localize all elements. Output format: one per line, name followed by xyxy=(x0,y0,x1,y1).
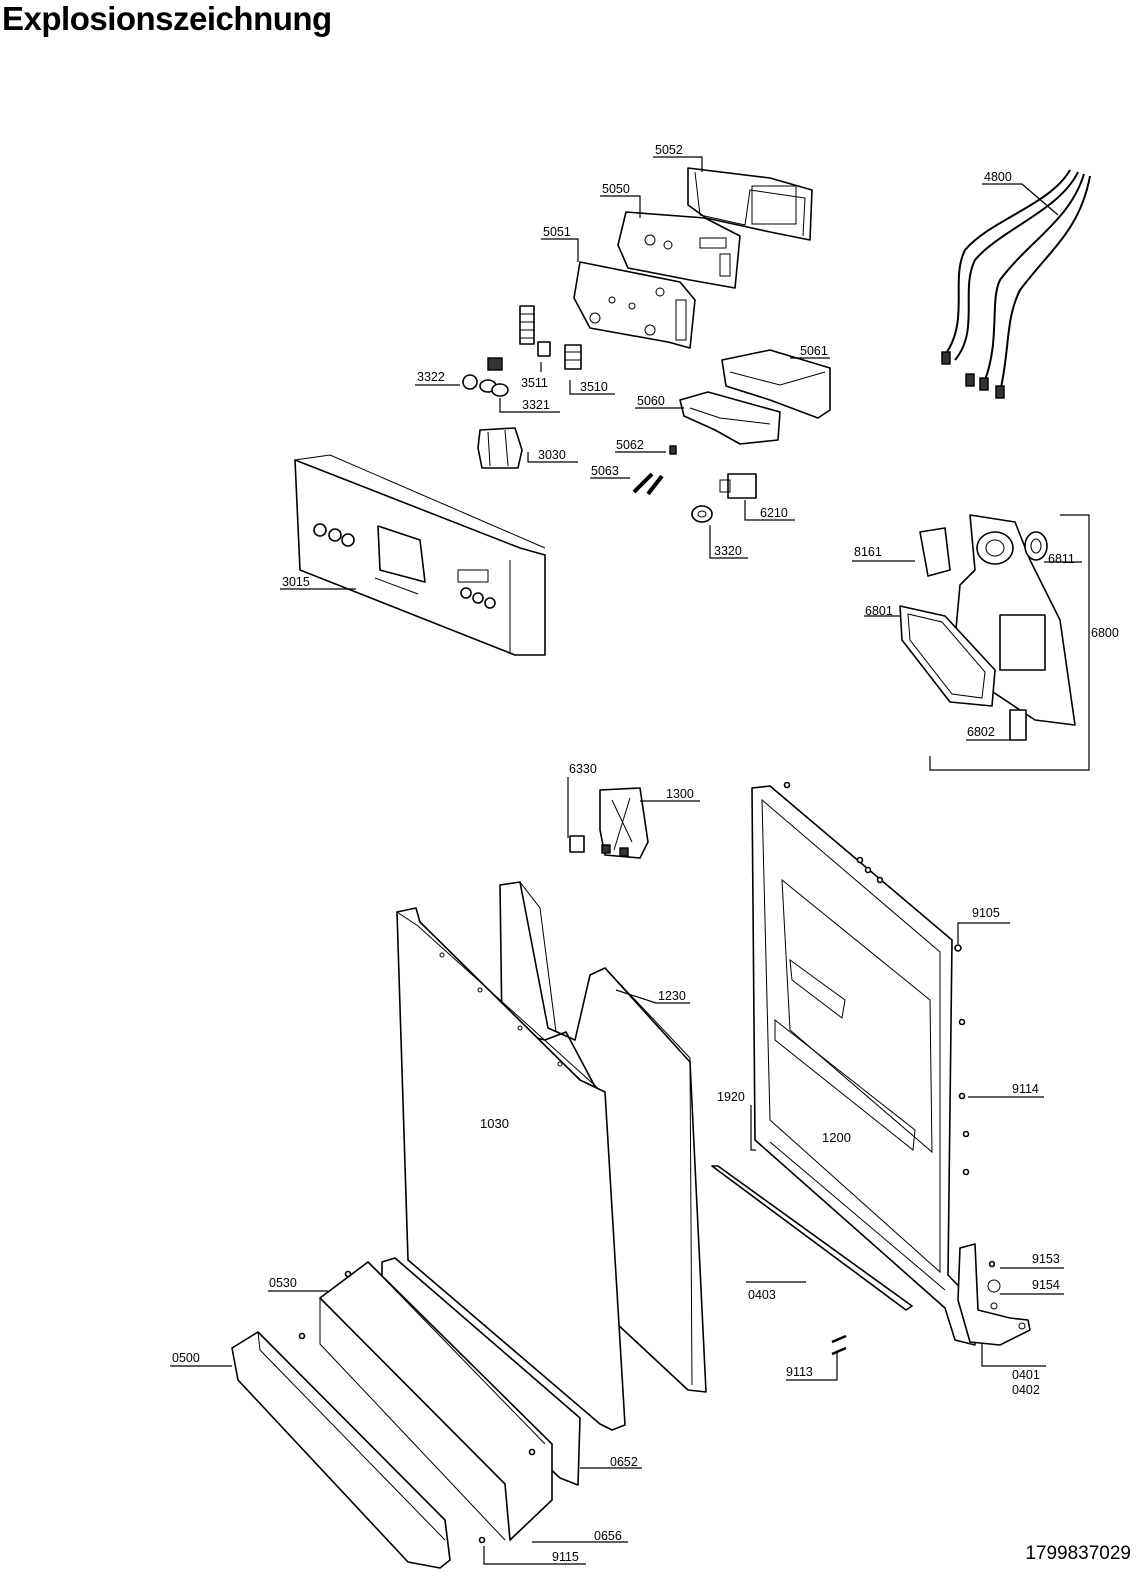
part-5052-bracket xyxy=(687,167,813,241)
label-5062: 5062 xyxy=(616,438,644,452)
part-1030-outer-door xyxy=(396,907,626,1431)
label-6802: 6802 xyxy=(967,725,995,739)
part-0530-0656-kickplate xyxy=(298,1261,553,1541)
label-9154: 9154 xyxy=(1032,1278,1060,1292)
label-5052: 5052 xyxy=(655,143,683,157)
part-5063-screws xyxy=(632,472,664,496)
label-0403: 0403 xyxy=(748,1288,776,1302)
label-5051: 5051 xyxy=(543,225,571,239)
part-9113-screws xyxy=(831,1334,847,1356)
part-connector-3510 xyxy=(564,344,582,370)
part-knob-3321 xyxy=(479,379,509,397)
label-1300: 1300 xyxy=(666,787,694,801)
label-3510: 3510 xyxy=(580,380,608,394)
label-5060: 5060 xyxy=(637,394,665,408)
leader-6800-bracket xyxy=(929,514,1090,771)
part-5051-board xyxy=(573,261,696,349)
part-connectors-3511 xyxy=(519,305,551,357)
label-3320: 3320 xyxy=(714,544,742,558)
part-5062 xyxy=(669,445,677,455)
label-5050: 5050 xyxy=(602,182,630,196)
label-6801: 6801 xyxy=(865,604,893,618)
label-8161: 8161 xyxy=(854,545,882,559)
part-labels: 5052 5050 5051 4800 3322 3511 3510 3321 … xyxy=(172,143,1119,1564)
drawing-title: Explosionszeichnung xyxy=(2,0,332,37)
label-3321: 3321 xyxy=(522,398,550,412)
label-9105: 9105 xyxy=(972,906,1000,920)
label-1030: 1030 xyxy=(480,1116,509,1131)
part-0401-hinge xyxy=(957,1243,1031,1346)
label-6800: 6800 xyxy=(1091,626,1119,640)
label-9115: 9115 xyxy=(552,1550,579,1564)
label-9153: 9153 xyxy=(1032,1252,1060,1266)
label-1200: 1200 xyxy=(822,1130,851,1145)
label-5063: 5063 xyxy=(591,464,619,478)
label-1920: 1920 xyxy=(717,1090,745,1104)
part-6330 xyxy=(569,835,585,853)
label-3030: 3030 xyxy=(538,448,566,462)
part-0500-toekick xyxy=(231,1331,486,1569)
part-6800-dispenser xyxy=(899,514,1076,741)
label-0656: 0656 xyxy=(594,1529,622,1543)
part-3320-knob xyxy=(691,505,713,523)
label-0402: 0402 xyxy=(1012,1383,1040,1397)
label-3015: 3015 xyxy=(282,575,310,589)
label-9113: 9113 xyxy=(786,1365,813,1379)
label-3511: 3511 xyxy=(521,376,548,390)
label-4800: 4800 xyxy=(984,170,1012,184)
part-4800-cable-harness xyxy=(941,169,1091,399)
label-5061: 5061 xyxy=(800,344,828,358)
label-9114: 9114 xyxy=(1012,1082,1039,1096)
label-3322: 3322 xyxy=(417,370,445,384)
document-number: 1799837029 xyxy=(1025,1543,1131,1564)
label-0500: 0500 xyxy=(172,1351,200,1365)
part-0403-rail xyxy=(711,1165,913,1311)
part-5061-housing xyxy=(721,349,831,419)
part-1300-lock xyxy=(599,787,649,859)
label-0530: 0530 xyxy=(269,1276,297,1290)
part-5050-board xyxy=(617,211,741,289)
label-6811: 6811 xyxy=(1048,552,1075,566)
label-0652: 0652 xyxy=(610,1455,638,1469)
part-1200-inner-door xyxy=(751,785,976,1346)
part-3030 xyxy=(477,427,523,469)
label-6210: 6210 xyxy=(760,506,788,520)
label-0401: 0401 xyxy=(1012,1368,1040,1382)
part-spring-3322 xyxy=(462,357,503,390)
leader-lines xyxy=(170,156,1082,1565)
part-3015-control-panel xyxy=(294,454,546,656)
part-5060-housing xyxy=(679,391,781,445)
label-6330: 6330 xyxy=(569,762,597,776)
label-1230: 1230 xyxy=(658,989,686,1003)
screws-9105-9114 xyxy=(783,781,970,1176)
part-6210-switch xyxy=(719,473,757,499)
